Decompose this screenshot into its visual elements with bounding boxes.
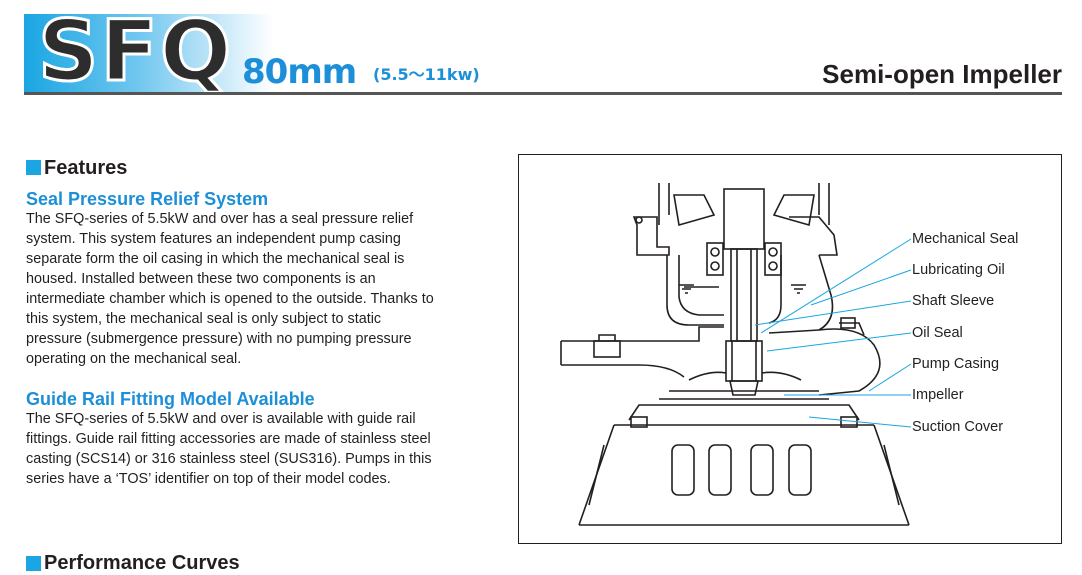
model-size: 80mm (242, 52, 357, 92)
label-impeller: Impeller (912, 387, 964, 403)
label-suction-cover: Suction Cover (912, 419, 1004, 435)
paragraph-line: intermediate chamber which is opened to … (26, 291, 434, 307)
paragraph-line: this system, the mechanical seal is only… (26, 311, 382, 327)
paragraph-line: separate form the oil casing in which th… (26, 251, 405, 267)
label-mechanical-seal: Mechanical Seal (912, 231, 1019, 247)
paragraph-line: fittings. Guide rail fitting accessories… (26, 431, 431, 447)
section-marker-icon (26, 160, 41, 175)
label-lubricating-oil: Lubricating Oil (912, 262, 1005, 278)
paragraph-line: pressure (submergence pressure) with no … (26, 331, 412, 347)
header-rule (24, 92, 1062, 95)
paragraph-line: operating on the mechanical seal. (26, 351, 242, 367)
header-gradient-band (24, 14, 274, 94)
pump-cross-section-drawing (560, 183, 912, 526)
pump-cross-section-figure: Mechanical Seal Lubricating Oil Shaft Sl… (518, 154, 1062, 544)
paragraph-line: The SFQ-series of 5.5kW and over is avai… (26, 411, 416, 427)
paragraph-line: system. This system features an independ… (26, 231, 401, 247)
paragraph-line: housed. Installed between these two comp… (26, 271, 376, 287)
guide-rail-heading: Guide Rail Fitting Model Available (26, 389, 315, 409)
next-section-title: Performance Curves (44, 552, 240, 574)
seal-pressure-paragraph: The SFQ-series of 5.5kW and over has a s… (26, 209, 484, 369)
paragraph-line: casting (SCS14) or 316 stainless steel (… (26, 451, 432, 467)
label-oil-seal: Oil Seal (912, 325, 963, 341)
section-marker-icon (26, 556, 41, 571)
paragraph-line: The SFQ-series of 5.5kW and over has a s… (26, 211, 414, 227)
model-logo: SFQ (36, 2, 234, 100)
features-heading: Features (26, 156, 127, 180)
model-power-range: (5.5～11kw) (373, 65, 480, 84)
features-title: Features (44, 157, 128, 179)
paragraph-line: series have a ‘TOS’ identifier on top of… (26, 471, 391, 487)
seal-pressure-heading: Seal Pressure Relief System (26, 189, 269, 209)
guide-rail-paragraph: The SFQ-series of 5.5kW and over is avai… (26, 409, 484, 489)
label-pump-casing: Pump Casing (912, 356, 1000, 372)
impeller-type-title: Semi-open Impeller (822, 59, 1062, 89)
label-shaft-sleeve: Shaft Sleeve (912, 293, 995, 309)
